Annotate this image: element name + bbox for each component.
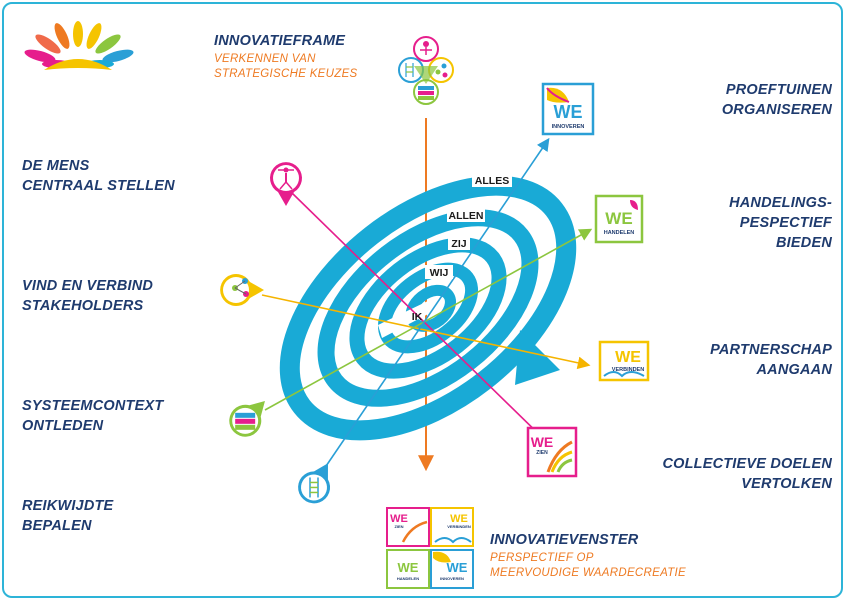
- label-systeemcontext: SYSTEEMCONTEXT ONTLEDEN: [22, 396, 163, 436]
- label-handelingsperspectief-line-1: HANDELINGS-: [729, 195, 832, 211]
- label-systeemcontext-line-1: SYSTEEMCONTEXT: [22, 398, 164, 414]
- innovatievenster-subtitle-line-2: MEERVOUDIGE WAARDECREATIE: [490, 567, 687, 579]
- label-handelingsperspectief: HANDELINGS- PESPECTIEF BIEDEN: [729, 193, 832, 253]
- label-de-mens-line-2: CENTRAAL STELLEN: [22, 178, 175, 194]
- we-handelen-tile: WE HANDELEN: [594, 194, 644, 244]
- label-partnerschap-line-2: AANGAAN: [756, 362, 832, 378]
- quad-handelen-caption: HANDELEN: [397, 576, 419, 581]
- we-verbinden-caption: VERBINDEN: [612, 367, 644, 373]
- label-systeemcontext-line-2: ONTLEDEN: [22, 418, 104, 434]
- axis-yellow: [261, 294, 591, 370]
- innovatieframe-subtitle-line-2: STRATEGISCHE KEUZES: [214, 68, 358, 80]
- ring-label-alles: ALLES: [475, 175, 509, 187]
- quad-verbinden-caption: VERBINDEN: [447, 524, 471, 529]
- label-partnerschap-line-1: PARTNERSCHAP: [710, 342, 832, 358]
- label-collectieve-doelen-line-2: VERTOLKEN: [741, 476, 832, 492]
- label-handelingsperspectief-line-3: BIEDEN: [776, 235, 832, 251]
- we-innoveren-word: WE: [554, 102, 583, 122]
- stack-icon: [229, 401, 265, 437]
- we-zien-tile: WE ZIEN: [526, 426, 578, 478]
- we-verbinden-tile: WE VERBINDEN: [598, 340, 650, 382]
- person-icon: [270, 162, 302, 206]
- ring-label-allen: ALLEN: [449, 210, 484, 222]
- label-handelingsperspectief-line-2: PESPECTIEF: [739, 215, 832, 231]
- flower-logo-icon: [24, 21, 134, 70]
- innovatievenster-icon: WE ZIEN WE VERBINDEN WE HANDELEN WE INNO…: [386, 507, 474, 589]
- we-handelen-word: WE: [605, 209, 632, 228]
- innovatieframe-subtitle-line-1: VERKENNEN VAN: [214, 53, 316, 65]
- network-icon: [220, 274, 264, 306]
- innovatievenster-subtitle-line-1: PERSPECTIEF OP: [490, 552, 594, 564]
- label-partnerschap: PARTNERSCHAP AANGAAN: [710, 340, 832, 380]
- spiral-gaps: [378, 300, 432, 338]
- quad-zien-word: WE: [390, 513, 408, 525]
- label-vind-en-verbind-line-1: VIND EN VERBIND: [22, 278, 154, 294]
- ring-label-wij: WIJ: [430, 267, 449, 279]
- innovatievenster-title: INNOVATIEVENSTER: [490, 530, 638, 550]
- innovatieframe-title: INNOVATIEFRAME: [214, 31, 345, 51]
- we-zien-caption: ZIEN: [536, 450, 548, 456]
- label-proeftuinen: PROEFTUINEN ORGANISEREN: [722, 80, 832, 120]
- label-collectieve-doelen: COLLECTIEVE DOELEN VERTOLKEN: [662, 454, 832, 494]
- quad-handelen-word: WE: [398, 560, 419, 575]
- quad-zien-caption: ZIEN: [394, 524, 403, 529]
- ring-label-zij: ZIJ: [451, 238, 466, 250]
- spiral-arrowhead: [515, 330, 560, 385]
- label-vind-en-verbind: VIND EN VERBIND STAKEHOLDERS: [22, 276, 153, 316]
- we-verbinden-word: WE: [615, 349, 641, 366]
- axis-blue: [321, 137, 550, 473]
- we-handelen-caption: HANDELEN: [604, 230, 635, 236]
- label-reikwijdte-line-1: REIKWIJDTE: [22, 498, 114, 514]
- axis-magenta: [291, 192, 552, 447]
- innovatieframe-title-text: INNOVATIEFRAME: [214, 33, 346, 49]
- label-vind-en-verbind-line-2: STAKEHOLDERS: [22, 298, 144, 314]
- label-reikwijdte-line-2: BEPALEN: [22, 518, 92, 534]
- innovatieframe-icon-cluster: [398, 36, 454, 105]
- we-innoveren-caption: INNOVEREN: [552, 124, 585, 130]
- ring-labels: ALLES ALLEN ZIJ WIJ IK: [412, 173, 512, 323]
- label-reikwijdte: REIKWIJDTE BEPALEN: [22, 496, 113, 536]
- innovatievenster-title-text: INNOVATIEVENSTER: [490, 532, 639, 548]
- quad-verbinden-word: WE: [450, 513, 468, 525]
- innovatievenster-subtitle: PERSPECTIEF OP MEERVOUDIGE WAARDECREATIE: [490, 551, 686, 581]
- we-zien-word: WE: [531, 434, 554, 450]
- label-proeftuinen-line-1: PROEFTUINEN: [725, 82, 832, 98]
- label-proeftuinen-line-2: ORGANISEREN: [721, 102, 832, 118]
- quad-innoveren-caption: INNOVEREN: [440, 576, 464, 581]
- quad-innoveren-word: WE: [447, 560, 468, 575]
- label-de-mens-line-1: DE MENS: [22, 158, 90, 174]
- axis-green: [264, 228, 593, 411]
- label-collectieve-doelen-line-1: COLLECTIEVE DOELEN: [662, 456, 832, 472]
- ladder-icon: [298, 463, 331, 504]
- innovatieframe-subtitle: VERKENNEN VAN STRATEGISCHE KEUZES: [214, 52, 358, 82]
- we-innoveren-tile: WE INNOVEREN: [541, 82, 595, 136]
- ring-label-ik: IK: [412, 311, 423, 323]
- label-de-mens: DE MENS CENTRAAL STELLEN: [22, 156, 175, 196]
